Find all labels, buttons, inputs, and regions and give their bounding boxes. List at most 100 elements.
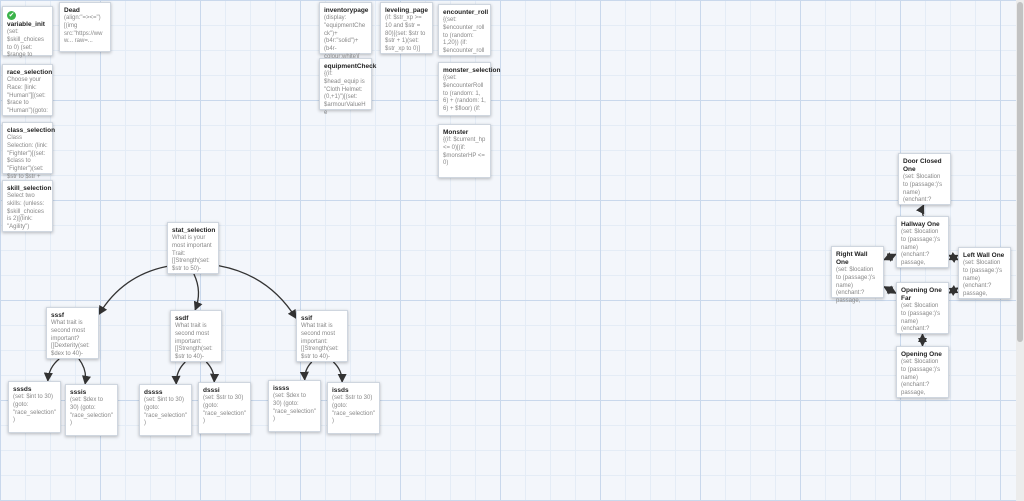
- passage-excerpt: (if: $str_xp >= 10 and $str = 80)[(set: …: [385, 15, 428, 53]
- link-arrow-hallway_one-to-left_wall_one: [948, 252, 959, 263]
- passage-excerpt: Class Selection: (link: "Fighter")[(set:…: [7, 135, 50, 180]
- link-arrow-ssif-to-issss: [299, 361, 313, 381]
- passage-excerpt: (align:"=><=")[(img src:"https://www... …: [64, 15, 103, 45]
- passage-excerpt: (set: $str to 30) (goto: "race_selection…: [332, 395, 375, 425]
- passage-excerpt: (set: $location to (passage:)'s name) (e…: [901, 229, 942, 267]
- passage-excerpt: (set: $str to 30) (goto: "race_selection…: [203, 395, 246, 425]
- passage-card-left-wall-one[interactable]: Left Wall One(set: $location to (passage…: [958, 247, 1011, 299]
- vertical-scrollbar[interactable]: [1016, 0, 1024, 501]
- passage-card-opening-one-far[interactable]: Opening One Far(set: $location to (passa…: [896, 282, 949, 334]
- passage-title: skill_selection: [7, 185, 52, 192]
- passage-title: class_selection: [7, 127, 56, 134]
- passage-title: sssis: [70, 389, 87, 396]
- passage-card-sssis[interactable]: sssis(set: $dex to 30) (goto: "race_sele…: [65, 384, 118, 436]
- start-passage-icon: ✔: [7, 11, 16, 20]
- link-arrow-ssif-to-issds: [332, 361, 347, 383]
- passage-card-dead[interactable]: Dead(align:"=><=")[(img src:"https://www…: [59, 2, 111, 52]
- passage-excerpt: (display: "equipmentCheck")+ (b4r:"solid…: [324, 15, 366, 60]
- passage-card-inventorypage[interactable]: inventorypage(display: "equipmentCheck")…: [319, 2, 372, 60]
- passage-title: variable_init: [7, 21, 45, 28]
- passage-title: monster_selection: [443, 67, 501, 74]
- passage-title: ssif: [301, 315, 313, 322]
- link-arrow-stat_selection-to-ssdf: [193, 273, 203, 311]
- passage-card-right-wall-one[interactable]: Right Wall One(set: $location to (passag…: [831, 246, 884, 304]
- passage-title: Monster: [443, 129, 469, 136]
- passage-card-sssds[interactable]: sssds(set: $int to 30) (goto: "race_sele…: [8, 381, 61, 433]
- link-arrow-opening_one_far-to-right_wall_one: [883, 285, 897, 295]
- passage-title: Right Wall One: [836, 251, 868, 266]
- passage-title: leveling_page: [385, 7, 428, 14]
- passage-excerpt: (set: $dex to 30) (goto: "race_selection…: [273, 393, 316, 423]
- passage-excerpt: (set: $skill_choices to 0) (set: $range …: [7, 29, 46, 59]
- link-arrow-stat_selection-to-sssf: [98, 265, 168, 316]
- passage-title: Dead: [64, 7, 80, 14]
- passage-title: inventorypage: [324, 7, 369, 14]
- passage-card-monster-selection[interactable]: monster_selection{(set: $encounterRoll t…: [438, 62, 501, 116]
- passage-card-opening-one[interactable]: Opening One(set: $location to (passage:)…: [896, 346, 949, 398]
- link-arrow-sssf-to-sssis: [78, 358, 91, 385]
- passage-title: issss: [273, 385, 290, 392]
- link-arrow-hallway_one-to-right_wall_one: [883, 252, 897, 262]
- passage-title: issds: [332, 387, 349, 394]
- passage-excerpt: What trait is second most important? [[D…: [51, 320, 92, 358]
- passage-title: ssdf: [175, 315, 189, 322]
- passage-title: Left Wall One: [963, 252, 1005, 259]
- passage-title: dsssi: [203, 387, 220, 394]
- passage-excerpt: (set: $location to (passage:)'s name) (e…: [901, 303, 942, 333]
- passage-card-dsssi[interactable]: dsssi(set: $str to 30) (goto: "race_sele…: [198, 382, 251, 434]
- passage-excerpt: (set: $location to (passage:)'s name) (e…: [903, 174, 944, 204]
- passage-card-issss[interactable]: issss(set: $dex to 30) (goto: "race_sele…: [268, 380, 321, 432]
- passage-card-leveling-page[interactable]: leveling_page(if: $str_xp >= 10 and $str…: [380, 2, 433, 54]
- link-arrow-ssdf-to-dssss: [171, 361, 186, 385]
- passage-card-hallway-one[interactable]: Hallway One(set: $location to (passage:)…: [896, 216, 949, 268]
- passage-title: race_selection: [7, 69, 53, 76]
- passage-excerpt: What trait is second most important: [[S…: [301, 323, 341, 361]
- passage-card-monster[interactable]: Monster{(if: $current_hp <= 0)[(if: $mon…: [438, 124, 491, 178]
- link-arrow-sssf-to-sssds: [43, 358, 60, 382]
- passage-title: sssds: [13, 386, 32, 393]
- passage-excerpt: (set: $dex to 30) (goto: "race_selection…: [70, 397, 113, 427]
- passage-title: stat_selection: [172, 227, 216, 234]
- passage-excerpt: Choose your Race: [link: "Human"][(set: …: [7, 77, 48, 115]
- passage-excerpt: What trait is second most important: [[S…: [175, 323, 215, 361]
- passage-excerpt: {(if: $head_equip is "Cloth Helmet: (0,+…: [324, 71, 367, 116]
- link-arrow-opening_one_far-to-left_wall_one: [948, 285, 959, 296]
- passage-title: encounter_roll: [443, 9, 489, 16]
- passage-card-dssss[interactable]: dssss(set: $int to 30) (goto: "race_sele…: [139, 384, 192, 436]
- passage-excerpt: (set: $location to (passage:)'s name) (e…: [836, 267, 877, 305]
- passage-title: Door Closed One: [903, 158, 942, 173]
- passage-card-encounter-roll[interactable]: encounter_roll{(set: $encounter_roll to …: [438, 4, 491, 56]
- passage-excerpt: {(set: $encounter_roll to (random: 1,20)…: [443, 17, 487, 55]
- passage-card-door-closed-one[interactable]: Door Closed One(set: $location to (passa…: [898, 153, 951, 205]
- passage-title: equipmentCheck: [324, 63, 377, 70]
- passage-card-issds[interactable]: issds(set: $str to 30) (goto: "race_sele…: [327, 382, 380, 434]
- link-arrow-stat_selection-to-ssif: [218, 265, 297, 320]
- passage-title: Opening One Far: [901, 287, 942, 302]
- passage-title: dssss: [144, 389, 163, 396]
- passage-excerpt: (set: $int to 30) (goto: "race_selection…: [144, 397, 187, 427]
- passage-title: sssf: [51, 312, 65, 319]
- passage-excerpt: {(set: $encounterRoll to (random: 1, 6) …: [443, 75, 488, 113]
- passage-excerpt: (set: $location to (passage:)'s name) (e…: [901, 359, 942, 397]
- passage-excerpt: Select two skills: (unless: $skill_choic…: [7, 193, 47, 231]
- link-arrow-ssdf-to-dsssi: [205, 361, 220, 383]
- passage-title: Opening One: [901, 351, 942, 358]
- passage-title: Hallway One: [901, 221, 940, 228]
- scrollbar-thumb[interactable]: [1017, 2, 1023, 342]
- passage-excerpt: What is your most important Trait: [[Str…: [172, 235, 214, 273]
- passage-card-variable-init[interactable]: ✔variable_init(set: $skill_choices to 0)…: [2, 6, 53, 58]
- passage-excerpt: (set: $int to 30) (goto: "race_selection…: [13, 394, 56, 424]
- passage-excerpt: {(if: $current_hp <= 0)[(if: $monsterHP …: [443, 137, 488, 167]
- link-arrow-hallway_one-to-door_closed_one: [916, 204, 925, 217]
- passage-excerpt: (set: $location to (passage:)'s name) (e…: [963, 260, 1004, 298]
- passage-card-equipmentcheck[interactable]: equipmentCheck{(if: $head_equip is "Clot…: [319, 58, 377, 116]
